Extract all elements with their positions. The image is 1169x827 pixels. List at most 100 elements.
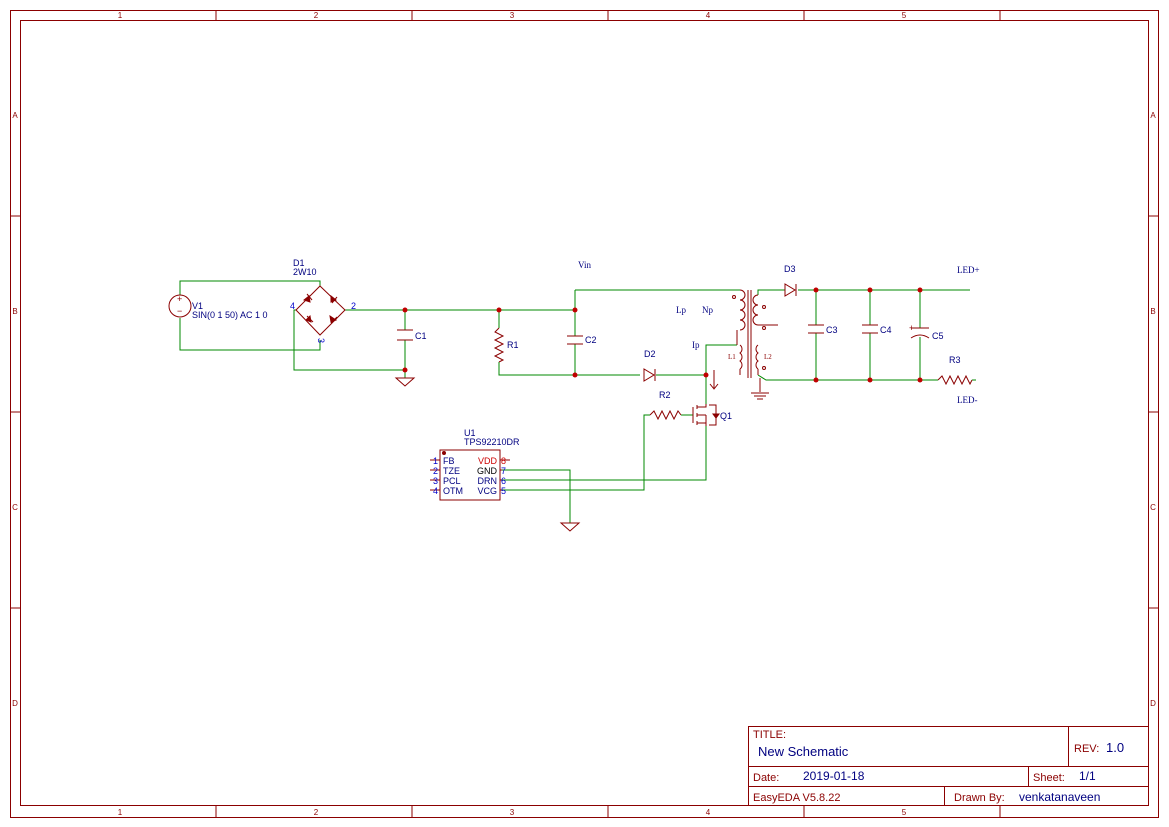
ic-u1[interactable]: U1 TPS92210DR 1 2 3 4 FB TZE PCL OTM 8 7…: [430, 428, 520, 501]
label-l1: L1: [728, 353, 736, 361]
c5-ref: C5: [932, 331, 944, 341]
row-label-left: C: [12, 503, 18, 512]
row-label-right: B: [1150, 307, 1155, 316]
title-block: TITLE: New Schematic REV: 1.0 Date: 2019…: [748, 726, 1149, 806]
col-label-top: 5: [902, 11, 907, 20]
col-label-bottom: 2: [314, 808, 319, 817]
u1-pin-num: 2: [433, 466, 438, 476]
row-label-left: A: [12, 111, 18, 120]
u1-pin-name: TZE: [443, 466, 460, 476]
capacitor-c5[interactable]: + C5: [909, 323, 944, 341]
resistor-r2[interactable]: R2: [649, 390, 682, 421]
current-arrow: [709, 370, 719, 390]
diode-d3[interactable]: D3: [784, 264, 797, 297]
row-label-left: D: [12, 699, 18, 708]
sheet-value: 1/1: [1079, 769, 1096, 783]
drawn-by-label: Drawn By:: [954, 792, 1005, 804]
q1-ref: Q1: [720, 411, 732, 421]
svg-text:−: −: [177, 306, 182, 316]
resistor-r3[interactable]: R3: [937, 355, 973, 386]
u1-pin-name: FB: [443, 456, 455, 466]
u1-value: TPS92210DR: [464, 437, 520, 447]
col-label-top: 3: [510, 11, 515, 20]
c1-ref: C1: [415, 331, 427, 341]
rev-value: 1.0: [1106, 740, 1124, 755]
col-label-bottom: 1: [118, 808, 123, 817]
net-label-led-minus: LED-: [957, 395, 978, 405]
net-label-vin: Vin: [578, 260, 591, 270]
date-label: Date:: [753, 772, 779, 784]
col-label-bottom: 4: [706, 808, 711, 817]
row-label-right: A: [1150, 111, 1156, 120]
label-ip: Ip: [692, 340, 700, 350]
capacitor-c4[interactable]: C4: [862, 324, 892, 335]
u1-pin-num: 4: [433, 486, 438, 496]
title-label: TITLE:: [753, 729, 786, 741]
transformer[interactable]: Lp Np Ip L1 L2: [676, 289, 778, 378]
source-v1[interactable]: + − V1 SIN(0 1 50) AC 1 0: [168, 294, 268, 320]
u1-pin-num: 1: [433, 456, 438, 466]
d1-pin2: 2: [351, 301, 356, 311]
d1-pin3: 3: [316, 338, 326, 343]
u1-pin-num: 8: [501, 456, 506, 466]
col-label-top: 2: [314, 11, 319, 20]
col-label-bottom: 3: [510, 808, 515, 817]
c3-ref: C3: [826, 325, 838, 335]
row-label-right: D: [1150, 699, 1156, 708]
capacitor-c1[interactable]: C1: [397, 329, 427, 341]
r2-ref: R2: [659, 390, 671, 400]
capacitor-c2[interactable]: C2: [567, 335, 597, 345]
r3-ref: R3: [949, 355, 961, 365]
u1-pin-name: DRN: [478, 476, 498, 486]
ground-symbol: [394, 377, 416, 387]
u1-pin-name: GND: [477, 466, 498, 476]
wires: [179, 280, 976, 523]
u1-pin-name: PCL: [443, 476, 461, 486]
d2-ref: D2: [644, 349, 656, 359]
col-label-bottom: 5: [902, 808, 907, 817]
u1-pin-num: 5: [501, 486, 506, 496]
resistor-r1[interactable]: R1: [493, 327, 519, 363]
sheet-frame: 1 2 3 4 5 1 2 3 4 5 A B C D A B C D: [10, 10, 1159, 818]
drawn-by-value: venkatanaveen: [1019, 790, 1100, 804]
junctions: [402, 287, 923, 383]
label-np: Np: [702, 305, 713, 315]
software-version: EasyEDA V5.8.22: [753, 792, 840, 804]
r1-ref: R1: [507, 340, 519, 350]
col-label-top: 1: [118, 11, 123, 20]
ground-symbol: [559, 522, 581, 532]
title-value: New Schematic: [758, 744, 849, 759]
bridge-d1[interactable]: D1 2W10 4 2 3: [290, 258, 356, 343]
u1-pin-num: 6: [501, 476, 506, 486]
d1-pin4: 4: [290, 301, 295, 311]
capacitor-c3[interactable]: C3: [808, 324, 838, 335]
mosfet-q1[interactable]: Q1: [692, 404, 732, 426]
u1-pin-name: VCG: [477, 486, 497, 496]
diode-d2[interactable]: D2: [643, 349, 656, 382]
u1-pin-num: 7: [501, 466, 506, 476]
d1-ref: D1: [293, 258, 305, 268]
ground-symbol: [751, 378, 769, 400]
label-l2: L2: [764, 353, 772, 361]
rev-label: REV:: [1074, 743, 1099, 755]
sheet-label: Sheet:: [1033, 772, 1065, 784]
c5-polarity: +: [909, 323, 914, 333]
u1-ref: U1: [464, 428, 476, 438]
v1-value: SIN(0 1 50) AC 1 0: [192, 310, 268, 320]
v1-ref: V1: [192, 301, 203, 311]
u1-pin-name: VDD: [478, 456, 498, 466]
col-label-top: 4: [706, 11, 711, 20]
d1-value: 2W10: [293, 267, 317, 277]
date-value: 2019-01-18: [803, 769, 865, 783]
label-lp: Lp: [676, 305, 686, 315]
row-label-right: C: [1150, 503, 1156, 512]
u1-pin-num: 3: [433, 476, 438, 486]
c4-ref: C4: [880, 325, 892, 335]
row-label-left: B: [12, 307, 17, 316]
c2-ref: C2: [585, 335, 597, 345]
net-label-led-plus: LED+: [957, 265, 980, 275]
u1-pin-name: OTM: [443, 486, 463, 496]
d3-ref: D3: [784, 264, 796, 274]
svg-text:+: +: [177, 294, 182, 304]
